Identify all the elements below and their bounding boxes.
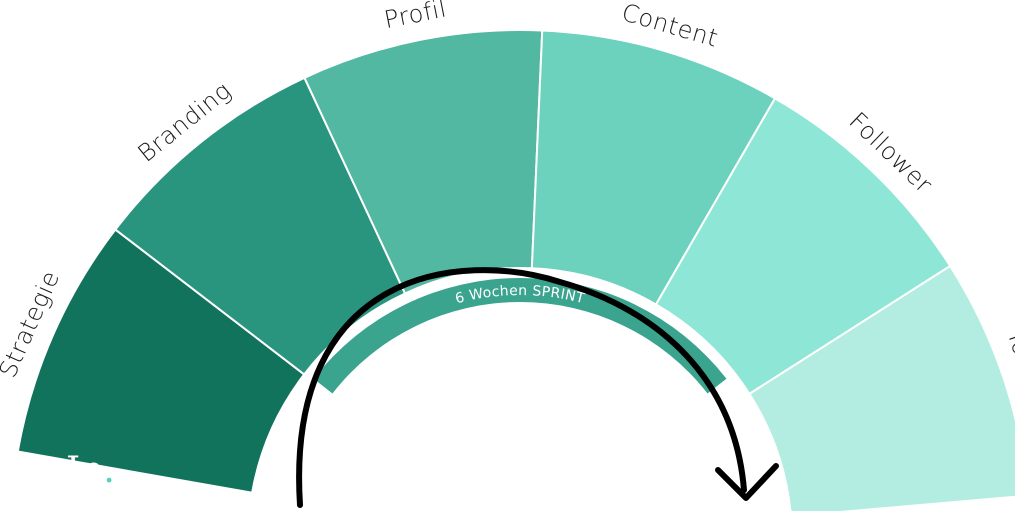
- arrow-head-icon: [715, 463, 779, 501]
- segments-group: [16, 29, 1015, 511]
- logo: In.: [66, 450, 115, 491]
- logo-text: In: [66, 450, 103, 491]
- label-profil: Profil: [382, 0, 449, 34]
- logo-dot: .: [103, 450, 114, 491]
- segment-toolkit: [748, 264, 1015, 511]
- progress-arrow: [296, 267, 747, 508]
